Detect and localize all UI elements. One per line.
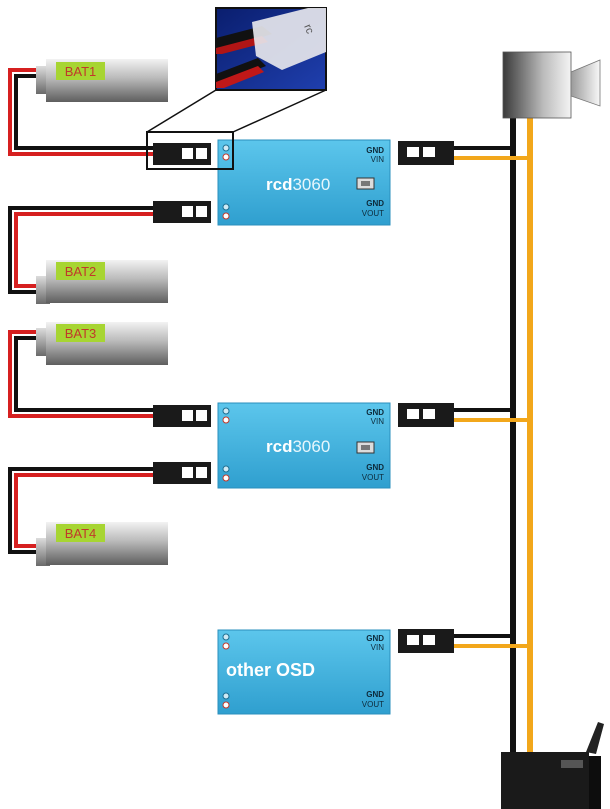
battery-2: BAT2 — [36, 260, 168, 304]
output-connector-2 — [398, 403, 454, 427]
pin-label-vout: VOUT — [362, 209, 384, 218]
rcd3060-module-2: GND VIN GND VOUT rcd3060 — [217, 402, 391, 489]
camera-icon — [502, 51, 601, 119]
module-brand-light: 3060 — [292, 437, 330, 456]
pin-label-gnd-in: GND — [366, 146, 384, 155]
other-osd-module: GND VIN GND VOUT other OSD — [217, 629, 391, 715]
bus-leads — [452, 146, 530, 648]
callout-frame — [146, 131, 234, 170]
input-connector-2a — [153, 405, 211, 427]
battery-label: BAT3 — [65, 326, 97, 341]
pin-label-vin: VIN — [371, 643, 385, 652]
main-bus — [510, 118, 533, 758]
input-connector-1b — [153, 201, 211, 223]
connector-callout: rc — [146, 7, 327, 170]
module-brand: rcd3060 — [266, 437, 330, 456]
input-connector-2b — [153, 462, 211, 484]
pin-label-gnd-out: GND — [366, 690, 384, 699]
pin-label-gnd-in: GND — [366, 408, 384, 417]
output-connector-1 — [398, 141, 454, 165]
pin-label-vout: VOUT — [362, 473, 384, 482]
battery-4: BAT4 — [36, 522, 168, 566]
battery-3: BAT3 — [36, 322, 168, 365]
battery-1: BAT1 — [36, 59, 168, 102]
module-brand: other OSD — [226, 660, 315, 680]
module-brand-light: 3060 — [292, 175, 330, 194]
video-transmitter-icon — [501, 722, 604, 809]
pin-label-vout: VOUT — [362, 700, 384, 709]
output-connector-3 — [398, 629, 454, 653]
pin-label-vin: VIN — [371, 417, 385, 426]
pin-label-gnd-in: GND — [366, 634, 384, 643]
inset-photo: rc — [215, 7, 327, 91]
pin-label-vin: VIN — [371, 155, 385, 164]
module-brand-bold: rcd — [266, 437, 292, 456]
output-connectors — [398, 141, 454, 653]
battery-wires — [8, 68, 155, 554]
input-connector-1a — [153, 143, 211, 165]
input-connectors — [153, 143, 211, 484]
battery-label: BAT1 — [65, 64, 97, 79]
rcd3060-module-1: GND VIN GND VOUT rcd3060 — [217, 139, 391, 226]
battery-label: BAT4 — [65, 526, 97, 541]
module-brand-bold: rcd — [266, 175, 292, 194]
pin-label-gnd-out: GND — [366, 463, 384, 472]
module-brand: rcd3060 — [266, 175, 330, 194]
pin-label-gnd-out: GND — [366, 199, 384, 208]
battery-label: BAT2 — [65, 264, 97, 279]
